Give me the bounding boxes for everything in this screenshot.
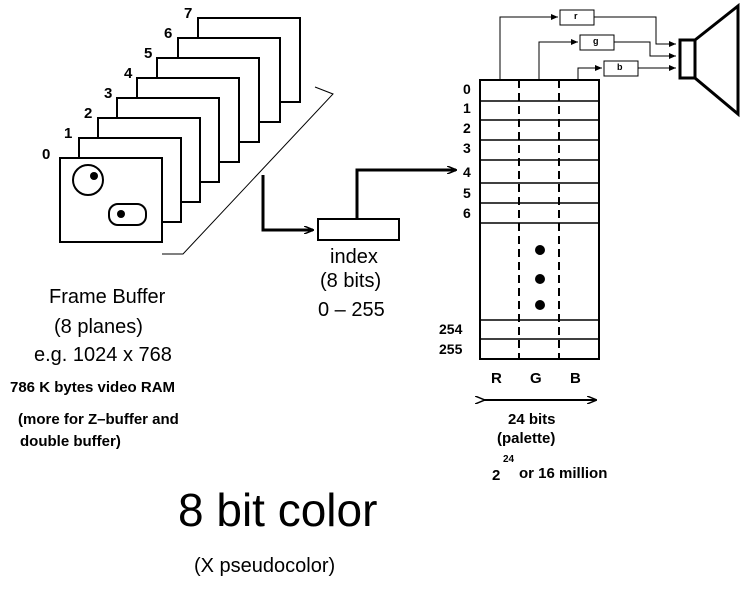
front-plane-circle — [72, 164, 104, 196]
palette-row-label-0: 0 — [463, 81, 471, 97]
index-box — [317, 218, 400, 241]
plane-0 — [59, 157, 163, 243]
index-bits: (8 bits) — [320, 270, 382, 292]
caption-title: 8 bit color — [178, 484, 378, 536]
frame-buffer-planes — [59, 17, 301, 243]
caption-subtitle: (X pseudocolor) — [194, 555, 336, 577]
palette-row-label-1: 1 — [463, 100, 471, 116]
channel-label-b: b — [617, 62, 623, 72]
color-count-rest: or 16 million — [519, 465, 608, 482]
plane-label-5: 5 — [144, 45, 153, 62]
palette-table — [479, 79, 600, 360]
palette-row-label-254: 254 — [439, 321, 463, 337]
front-plane-pill — [108, 203, 147, 226]
palette-row-label-4: 4 — [463, 164, 471, 180]
wire-b-in — [577, 65, 602, 80]
front-plane-circle-dot — [90, 172, 98, 180]
plane-label-0: 0 — [42, 146, 51, 163]
color-count-exponent: 24 — [503, 454, 515, 465]
channel-label-r: r — [574, 11, 578, 21]
plane-label-6: 6 — [164, 25, 173, 42]
video-ram-label: 786 K bytes video RAM — [10, 379, 176, 396]
frame-buffer-example: e.g. 1024 x 768 — [34, 344, 172, 366]
ellipsis-dot — [535, 245, 545, 255]
wire-g-in — [538, 39, 578, 80]
wire-g-out — [614, 41, 676, 59]
palette-name-label: (palette) — [497, 430, 556, 447]
planes-to-index-arrow — [261, 175, 313, 230]
note-line-1: (more for Z–buffer and — [18, 411, 179, 428]
index-range: 0 – 255 — [318, 299, 385, 321]
note-line-2: double buffer) — [20, 433, 121, 450]
color-count-base: 2 — [492, 467, 501, 484]
palette-row-label-6: 6 — [463, 205, 471, 221]
palette-row-label-2: 2 — [463, 120, 471, 136]
plane-label-3: 3 — [104, 85, 113, 102]
column-label-b: B — [570, 370, 581, 387]
plane-label-1: 1 — [64, 125, 73, 142]
column-label-g: G — [530, 370, 542, 387]
column-label-r: R — [491, 370, 502, 387]
wire-r-in — [499, 14, 558, 80]
wire-r-out — [594, 16, 676, 47]
index-label: index — [330, 246, 378, 268]
ellipsis-dot — [535, 300, 545, 310]
plane-label-4: 4 — [124, 65, 133, 82]
display-icon — [678, 2, 740, 118]
index-to-palette-arrow — [355, 170, 456, 219]
plane-label-7: 7 — [184, 5, 193, 22]
plane-stack-outline — [162, 86, 334, 255]
plane-label-2: 2 — [84, 105, 93, 122]
front-plane-pill-dot — [117, 210, 125, 218]
palette-row-label-255: 255 — [439, 341, 463, 357]
palette-row-label-5: 5 — [463, 185, 471, 201]
palette-row-label-3: 3 — [463, 140, 471, 156]
frame-buffer-planes-count: (8 planes) — [54, 316, 143, 338]
palette-width-label: 24 bits — [508, 411, 556, 428]
ellipsis-dot — [535, 274, 545, 284]
channel-label-g: g — [593, 36, 599, 46]
frame-buffer-title: Frame Buffer — [49, 286, 166, 308]
